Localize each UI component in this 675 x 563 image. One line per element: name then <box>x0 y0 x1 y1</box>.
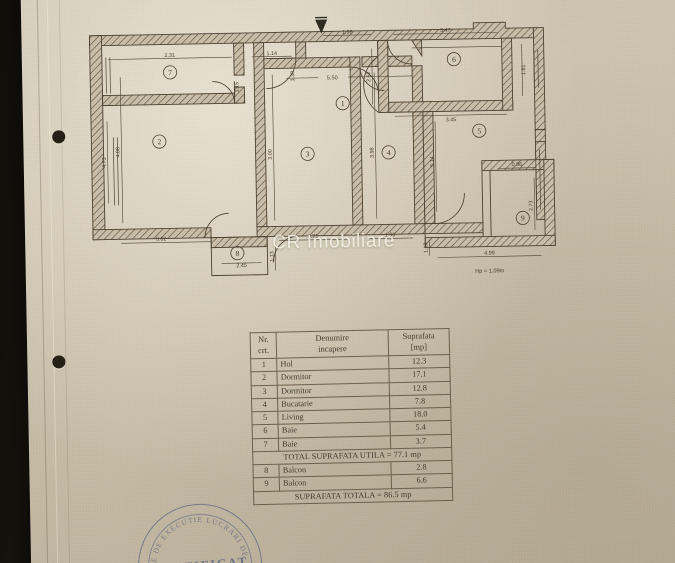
room-marker-1 <box>335 96 350 111</box>
header-area: Suprafata [mp] <box>387 328 450 356</box>
svg-text:1.15: 1.15 <box>234 82 240 93</box>
svg-text:2.31: 2.31 <box>164 53 175 59</box>
punch-hole <box>52 355 66 369</box>
paper-crease <box>58 0 71 563</box>
svg-text:9: 9 <box>521 214 525 223</box>
room-marker-2 <box>152 134 167 149</box>
svg-text:3.62: 3.62 <box>156 236 167 242</box>
header-name: Denumire incapere <box>276 329 389 359</box>
svg-text:3.21: 3.21 <box>308 234 319 240</box>
svg-text:1.13: 1.13 <box>269 251 275 262</box>
svg-text:3.47: 3.47 <box>440 28 451 34</box>
cell-area: 12.3 <box>388 354 450 370</box>
svg-text:4: 4 <box>387 148 391 157</box>
cell-area: 12.8 <box>388 380 451 396</box>
cell-nr: 8 <box>252 464 280 479</box>
svg-text:2.73: 2.73 <box>529 200 535 211</box>
svg-text:1.96: 1.96 <box>385 232 396 238</box>
room-marker-9 <box>515 210 530 225</box>
punch-hole <box>52 130 66 144</box>
cell-nr: 6 <box>252 424 279 439</box>
certification-stamp: AUTORIZATIE DE EXECUTIE LUCRARI DE CADAS… <box>132 498 268 563</box>
cell-nr: 5 <box>251 411 279 426</box>
cell-nr: 7 <box>252 437 279 452</box>
watermark-text: CR Imobiliare <box>272 230 396 254</box>
cell-nr: 4 <box>251 397 279 412</box>
svg-text:3.00: 3.00 <box>268 149 274 160</box>
cell-nr: 1 <box>250 358 278 373</box>
room-marker-3 <box>300 146 315 161</box>
cell-area: 3.7 <box>390 433 452 449</box>
paper-crease <box>36 0 49 563</box>
svg-text:2.45: 2.45 <box>236 263 247 269</box>
entry-arrow-icon <box>315 16 328 34</box>
header-nr: Nr. crt. <box>250 332 277 359</box>
cell-area: 17.1 <box>388 367 451 383</box>
svg-text:1.81: 1.81 <box>521 65 527 76</box>
cell-nr: 2 <box>250 371 278 386</box>
svg-text:3: 3 <box>306 150 310 159</box>
svg-text:1.13: 1.13 <box>423 242 429 253</box>
cell-area: 5.4 <box>389 420 452 436</box>
svg-text:1: 1 <box>341 99 345 108</box>
svg-text:8: 8 <box>235 249 239 258</box>
height-note: Hp = 1.09m <box>475 268 505 275</box>
svg-text:3.45: 3.45 <box>446 117 457 123</box>
svg-text:4.73: 4.73 <box>102 157 108 168</box>
svg-text:5.50: 5.50 <box>327 75 338 81</box>
cell-nr: 9 <box>253 477 280 492</box>
svg-text:1.96: 1.96 <box>342 30 353 36</box>
svg-text:2: 2 <box>157 137 161 146</box>
room-marker-6 <box>446 52 461 67</box>
svg-text:0.96: 0.96 <box>512 162 523 168</box>
cell-area: 18.0 <box>389 407 452 423</box>
svg-text:4.08: 4.08 <box>115 147 121 158</box>
cell-nr: 3 <box>251 384 278 399</box>
svg-text:6: 6 <box>452 55 456 64</box>
svg-text:1.14: 1.14 <box>266 51 277 57</box>
paper-crease <box>46 0 59 563</box>
room-marker-4 <box>381 145 396 160</box>
cell-area: 6.6 <box>390 473 453 489</box>
svg-text:4.99: 4.99 <box>484 250 495 256</box>
svg-text:3.98: 3.98 <box>370 147 376 158</box>
room-marker-8 <box>230 246 245 261</box>
room-marker-7 <box>163 65 178 80</box>
cell-area: 7.8 <box>389 394 451 409</box>
svg-text:5: 5 <box>477 126 481 135</box>
svg-text:1.38: 1.38 <box>290 71 296 82</box>
room-schedule-table: Nr. crt. Denumire incapere Suprafata [mp… <box>250 328 454 505</box>
paper-sheet: 2.31 1.14 1.96 3.47 3.45 3.62 3.21 1.96 … <box>20 0 675 563</box>
stamp-arc-text: AUTORIZATIE DE EXECUTIE LUCRARI DE CADAS… <box>134 500 251 563</box>
floor-plan-drawing: 2.31 1.14 1.96 3.47 3.45 3.62 3.21 1.96 … <box>81 8 606 317</box>
svg-text:5.14: 5.14 <box>430 156 436 167</box>
cell-area: 2.8 <box>390 460 453 476</box>
room-marker-5 <box>472 123 487 138</box>
svg-text:7: 7 <box>168 68 172 77</box>
